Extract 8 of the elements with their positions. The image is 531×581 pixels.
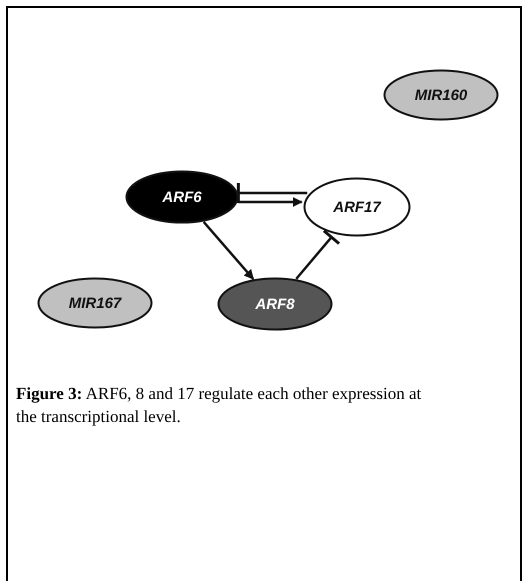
arrow [202,221,254,280]
gene-label: ARF6 [162,188,202,206]
gene-label: ARF17 [333,198,381,216]
figure-caption: Figure 3: ARF6, 8 and 17 regulate each other expression at the transcriptional level. [16,383,422,428]
gene-label: MIR160 [414,86,468,104]
gene-label: MIR167 [68,294,122,312]
gene-label: ARF8 [255,296,295,312]
arrow [238,197,303,207]
